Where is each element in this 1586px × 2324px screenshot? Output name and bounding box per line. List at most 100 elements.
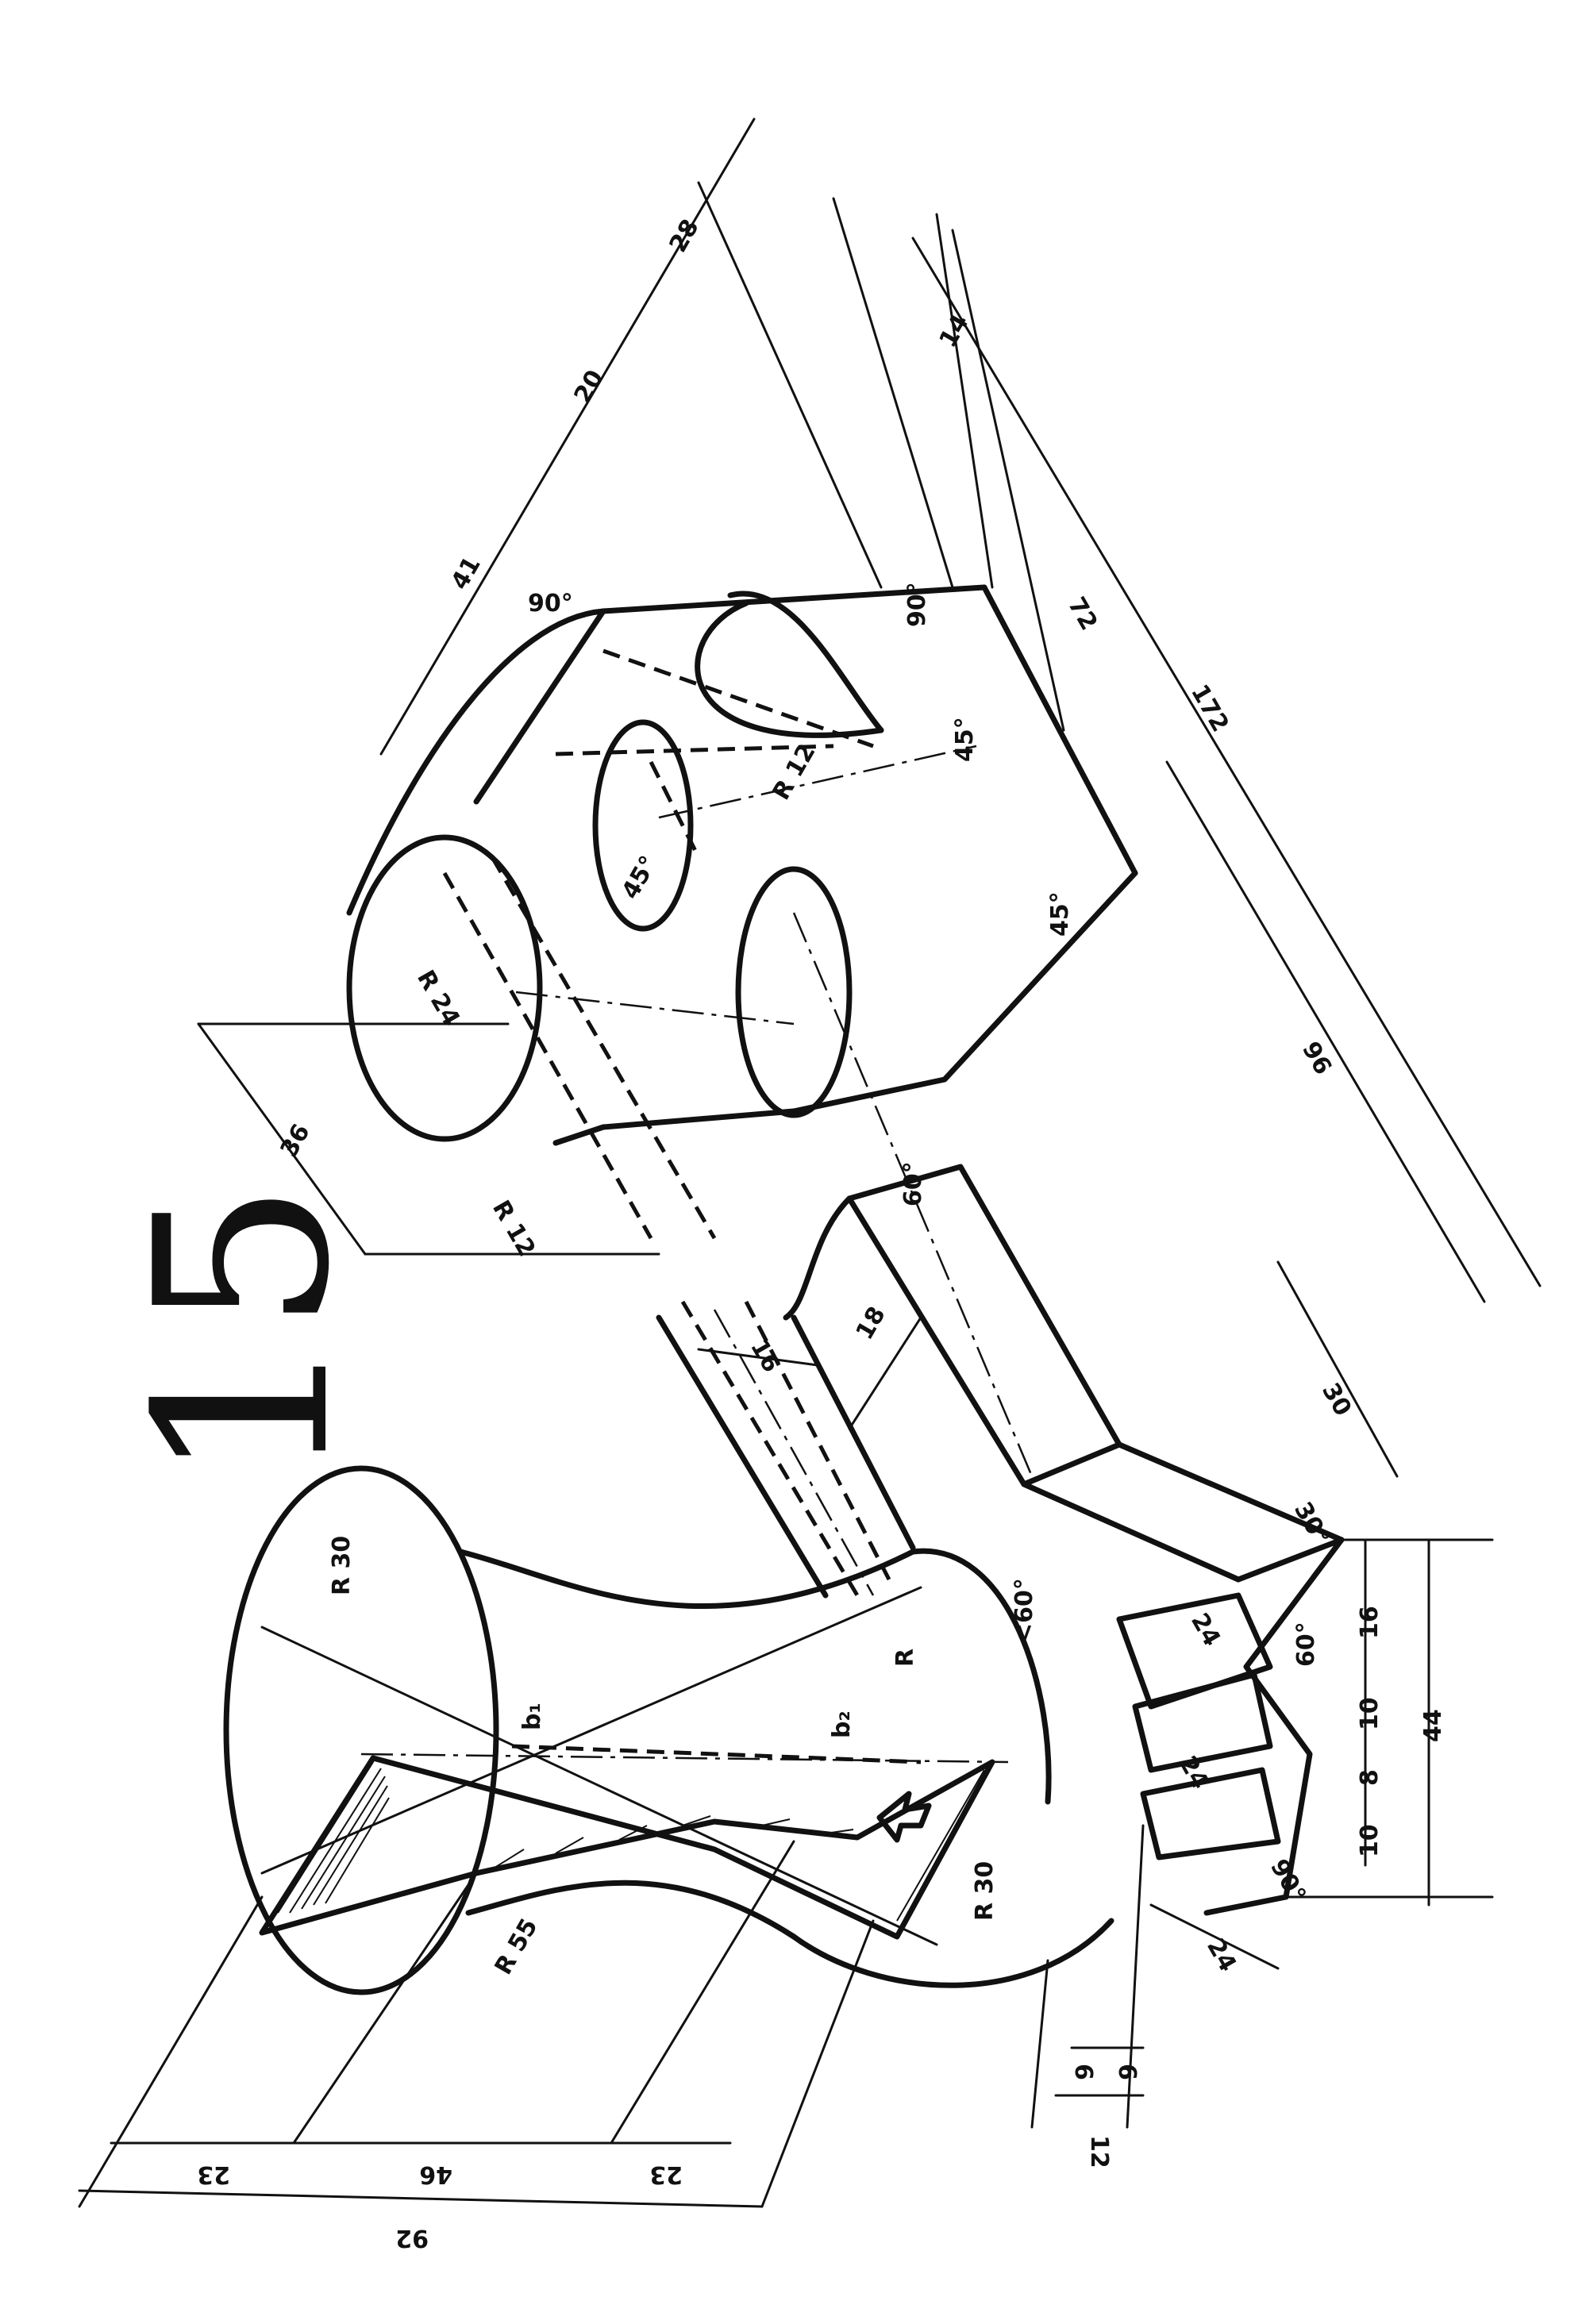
dim-92: 92 [395,2224,429,2252]
dim-ext-left [78,1895,264,2208]
base-upper-edge [791,870,1138,1114]
hyperboloid-axis [360,1753,1009,1764]
dim-16-right: 16 [1356,1606,1384,1639]
angle-90-top: 90° [528,590,573,618]
angle-labels: 90° 90° 45° 45° 45° 60° 30° 60° <60° 90° [528,582,1335,1907]
block-centerline-1 [515,991,795,1025]
large-cylinder-upper-edge [346,608,606,916]
radius-r12-lower: R 12 [487,1196,541,1262]
stepped-face-1 [1116,1592,1273,1710]
point-b1: b₁ [518,1703,546,1730]
right-side-edge [1061,735,1138,876]
angle-45-a: 45° [951,717,979,762]
slot-arc-bottom [695,600,884,738]
dim-line-92 [78,2189,764,2208]
dim-6b: 6 [1113,2064,1141,2080]
dim-line-96 [1165,760,1486,1303]
block-centerline-3 [658,745,977,819]
hyperboloid-body [223,1465,1114,1995]
tail-face [846,1164,1122,1487]
dim-ext-12b [1126,1824,1145,2129]
dim-46: 46 [419,2160,452,2188]
dim-line-172 [911,237,1542,1287]
dim-line-30 [1276,1260,1399,1478]
block-hidden-2 [490,856,717,1240]
dim-line-24c [1149,1903,1280,1970]
tail-neck [783,1195,853,1321]
tail-top-edge [1116,1441,1345,1543]
dim-41: 41 [446,552,487,594]
dim-44: 44 [1419,1709,1447,1742]
radius-r30-top: R 30 [328,1536,356,1595]
stepped-face-3 [1140,1767,1281,1860]
sheet-number-group: 15 [105,1181,382,1484]
angle-90-slot: 90° [903,582,931,627]
dim-30-right: 30 [1316,1379,1357,1422]
radius-labels: R 30 R 30 R 55 R 24 R 12 R 12 R [328,739,999,1980]
hyperboloid-bottom-arc-lower [791,1918,1114,1988]
dim-36: 36 [275,1119,316,1162]
dim-ext-mid2 [610,1840,795,2145]
block-centerline-2 [792,912,1034,1477]
dim-line-41 [379,117,756,756]
lower-cylinder-end [735,866,853,1118]
front-vertical-edge [473,608,606,805]
dimension-labels: 41 20 28 14 72 172 96 30 36 16 18 92 23 … [197,214,1447,2252]
sheet-number: 15 [105,1181,382,1484]
dim-ext-mid1 [292,1872,478,2145]
block-hidden-4 [555,744,834,756]
dim-ext-b [832,197,954,589]
dim-6a: 6 [1069,2064,1097,2080]
dim-ext-right [760,1919,875,2208]
hyperboloid-hatching [277,1761,985,1922]
block-hidden-3 [602,648,874,748]
dim-96: 96 [1296,1037,1337,1080]
hyperboloid-construction-1 [260,1626,938,1946]
stepped-block-outline [1203,1537,1345,1916]
hyperboloid-upper-contour [457,1549,916,1610]
dim-24-a: 24 [1185,1609,1226,1652]
block-hidden-5 [649,760,701,859]
angle-45-b: 45° [617,851,664,904]
block-hidden-1 [442,872,653,1240]
dim-ext-12a [1030,1959,1049,2129]
dim-10-a: 10 [1356,1697,1384,1730]
angle-60-right: 60° [1292,1622,1320,1667]
bar-hidden-2 [744,1300,891,1581]
large-cylinder-end [346,834,543,1142]
hyperboloid-bottom-arc-upper [910,1548,1052,1805]
lower-front-edge [552,1108,797,1146]
dim-172: 172 [1185,680,1234,737]
slot-arc-top [727,591,884,733]
dim-14: 14 [934,310,975,352]
dim-12: 12 [1085,2135,1113,2168]
hyperboloid-lower-contour [465,1880,797,1940]
dim-10-b: 10 [1356,1824,1384,1857]
dim-line-18 [848,1316,922,1430]
hyperboloid-construction-2 [260,1586,922,1875]
dim-line-72 [951,229,1065,732]
dim-ext-a [697,181,883,589]
dimension-lines [78,117,1542,2208]
dim-72: 72 [1062,593,1103,636]
dim-line-36 [197,1022,367,1256]
bar-edge-lower [791,1314,916,1551]
dim-20: 20 [569,365,610,408]
angle-45-c: 45° [1046,891,1074,937]
radius-r55: R 55 [490,1914,544,1980]
dim-18: 18 [851,1302,891,1345]
bar-edge-upper [656,1314,829,1599]
dim-24-c: 24 [1201,1934,1241,1977]
dim-line-16-slot [697,1348,819,1367]
connecting-bar [656,1300,916,1599]
dim-16-slot: 16 [745,1335,785,1378]
point-b2: b₂ [828,1710,856,1738]
top-right-edge [981,584,1067,741]
dim-8: 8 [1356,1769,1384,1786]
hyperboloid-section-outline [259,1755,995,1940]
top-outer-edge [600,584,987,614]
dim-28: 28 [664,214,705,257]
stepped-face-2 [1132,1672,1273,1773]
dim-23-left: 23 [197,2160,230,2188]
main-block [346,584,1345,1916]
